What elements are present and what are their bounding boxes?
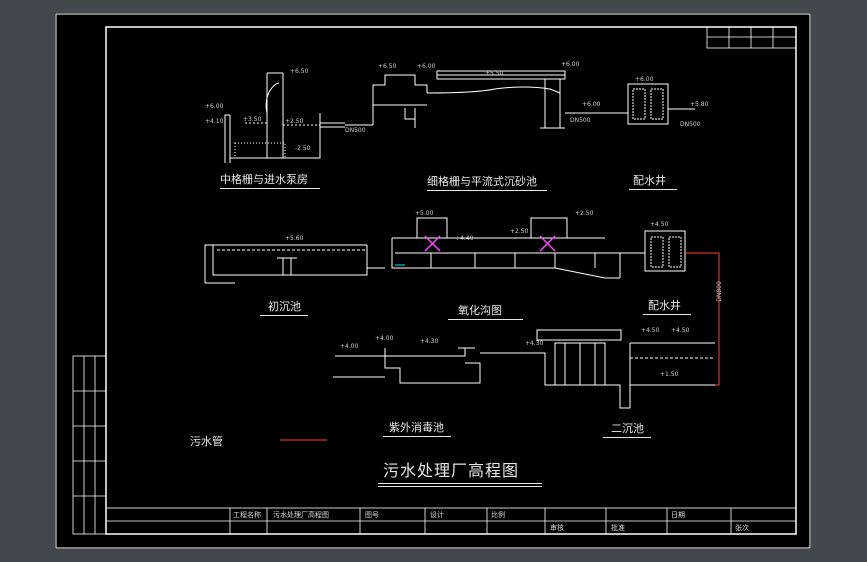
title-block — [105, 507, 797, 535]
tb-label-7: 日期 — [671, 511, 685, 519]
tb-label-5: 审核 — [550, 524, 564, 532]
pipe-label-d2: DN500 — [570, 117, 591, 124]
pipe-1 — [345, 93, 374, 126]
primary-clarifier — [204, 244, 385, 284]
elevation-drawing — [55, 13, 811, 549]
elev-e6: -2.50 — [295, 145, 311, 152]
elev-e1: +6.00 — [205, 103, 224, 110]
underline-6 — [643, 314, 691, 315]
title-underline-2 — [378, 486, 542, 487]
sludge-pipe — [280, 252, 720, 441]
underline-4 — [260, 315, 308, 316]
elev-e8: +6.00 — [417, 63, 436, 70]
label-oxidation-ditch: 氧化沟图 — [458, 304, 502, 317]
label-screen-pump-house: 中格栅与进水泵房 — [220, 173, 308, 186]
elev-e18: +2.50 — [575, 210, 594, 217]
elev-e7: +6.50 — [378, 63, 397, 70]
legend-label: 污水管 — [190, 435, 223, 448]
uv-disinfection — [333, 347, 495, 384]
elev-e16: +4.40 — [455, 235, 474, 242]
pipe-label-d1: DN500 — [345, 127, 366, 134]
elev-e25: +4.50 — [671, 327, 690, 334]
elev-e5: +2.50 — [285, 118, 304, 125]
elev-e26: +1.50 — [660, 371, 679, 378]
label-primary-clarifier: 初沉池 — [268, 300, 301, 313]
pipe-label-d4: DN800 — [715, 281, 723, 302]
elev-e13: +5.80 — [690, 101, 709, 108]
elev-e23: +4.30 — [525, 340, 544, 347]
elev-e21: +4.00 — [375, 335, 394, 342]
tb-label-8: 张次 — [735, 524, 749, 532]
elev-e3: +4.10 — [205, 118, 224, 125]
pipe-label-d3: DN500 — [680, 121, 701, 128]
elev-e10: +6.00 — [561, 61, 580, 68]
label-secondary-clarifier: 二沉池 — [611, 422, 644, 435]
elev-e12: +6.00 — [635, 76, 654, 83]
elev-e15: +5.00 — [415, 210, 434, 217]
distribution-well-1 — [585, 83, 695, 125]
label-distribution-well-1: 配水井 — [633, 174, 666, 187]
elev-e22: +4.30 — [420, 338, 439, 345]
secondary-clarifier — [495, 329, 715, 409]
screen-pump-house — [224, 72, 345, 163]
underline-3 — [629, 189, 677, 190]
underline-2 — [427, 190, 547, 191]
underline-7 — [383, 436, 451, 437]
aerator-weirs — [424, 235, 556, 252]
elev-e20: +4.00 — [340, 343, 359, 350]
elev-e4: +3.50 — [243, 116, 262, 123]
tb-label-4: 比例 — [491, 511, 505, 519]
elev-e11: +6.00 — [582, 101, 601, 108]
title-underline — [378, 483, 542, 484]
grit-chamber — [372, 70, 615, 129]
underline-5 — [448, 319, 523, 320]
label-uv-disinfection: 紫外消毒池 — [389, 421, 444, 434]
elev-e19: +4.50 — [650, 221, 669, 228]
outer-frame — [55, 13, 811, 549]
label-grit-chamber: 细格栅与平流式沉砂池 — [427, 175, 537, 188]
label-distribution-well-2: 配水井 — [648, 299, 681, 312]
tb-label-2: 图号 — [365, 511, 379, 519]
elev-e9: +5.50 — [485, 70, 504, 77]
underline-1 — [220, 188, 320, 189]
tb-label-1: 污水处理厂高程图 — [273, 511, 329, 519]
distribution-well-2 — [625, 230, 686, 272]
tb-label-0: 工程名称 — [233, 511, 261, 519]
side-table — [72, 355, 107, 535]
top-right-table — [706, 26, 797, 49]
tb-label-3: 设计 — [430, 511, 444, 519]
drawing-sheet: 中格栅与进水泵房 细格栅与平流式沉砂池 配水井 初沉池 氧化沟图 配水井 紫外消… — [55, 13, 811, 549]
elev-e14: +5.60 — [285, 235, 304, 242]
underline-8 — [603, 437, 651, 438]
elev-e24: +4.50 — [641, 327, 660, 334]
tb-label-6: 批准 — [611, 524, 625, 532]
elev-e17: +2.50 — [510, 228, 529, 235]
elev-e2: +6.50 — [290, 68, 309, 75]
drawing-title: 污水处理厂高程图 — [383, 461, 520, 480]
